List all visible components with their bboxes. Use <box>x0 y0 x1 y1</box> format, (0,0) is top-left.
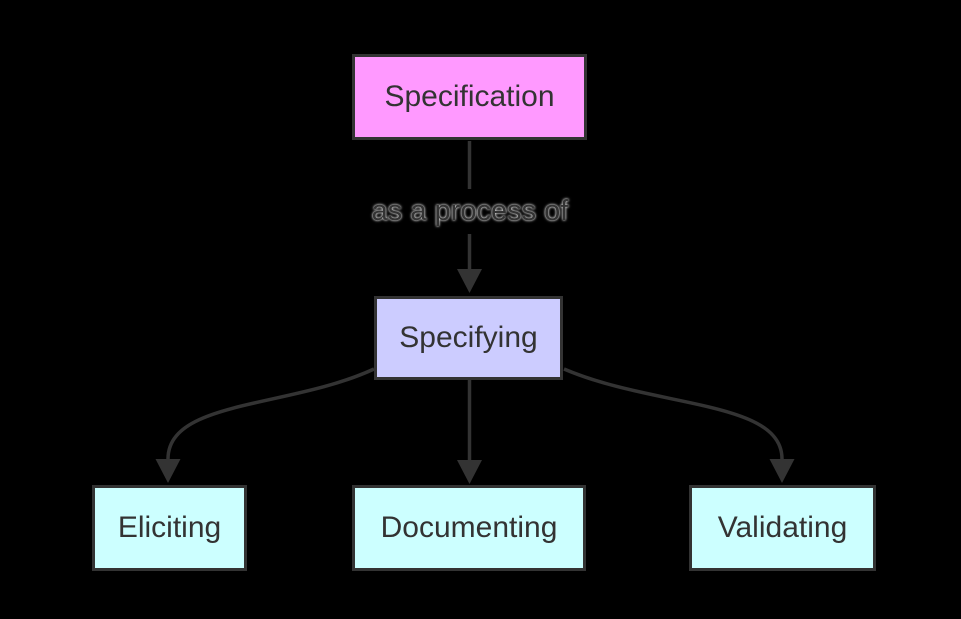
node-documenting-label: Documenting <box>380 511 558 544</box>
node-eliciting: Eliciting <box>92 485 247 571</box>
node-eliciting-label: Eliciting <box>117 511 222 544</box>
node-specifying-label: Specifying <box>399 321 538 354</box>
edge-specifying-validating-line <box>563 367 784 460</box>
arrowhead-specifying <box>457 269 482 293</box>
node-validating-label: Validating <box>717 511 848 544</box>
arrowhead-eliciting <box>155 459 181 483</box>
arrowhead-validating <box>769 459 795 483</box>
node-specification-label: Specification <box>384 80 555 113</box>
node-documenting: Documenting <box>352 485 586 571</box>
node-validating: Validating <box>689 485 876 571</box>
edge-specifying-eliciting-line <box>166 367 375 460</box>
arrowhead-documenting <box>457 460 482 484</box>
node-specification: Specification <box>352 54 587 140</box>
edge-label-as-a-process-of: as a process of <box>345 189 595 234</box>
node-specifying: Specifying <box>374 296 563 380</box>
